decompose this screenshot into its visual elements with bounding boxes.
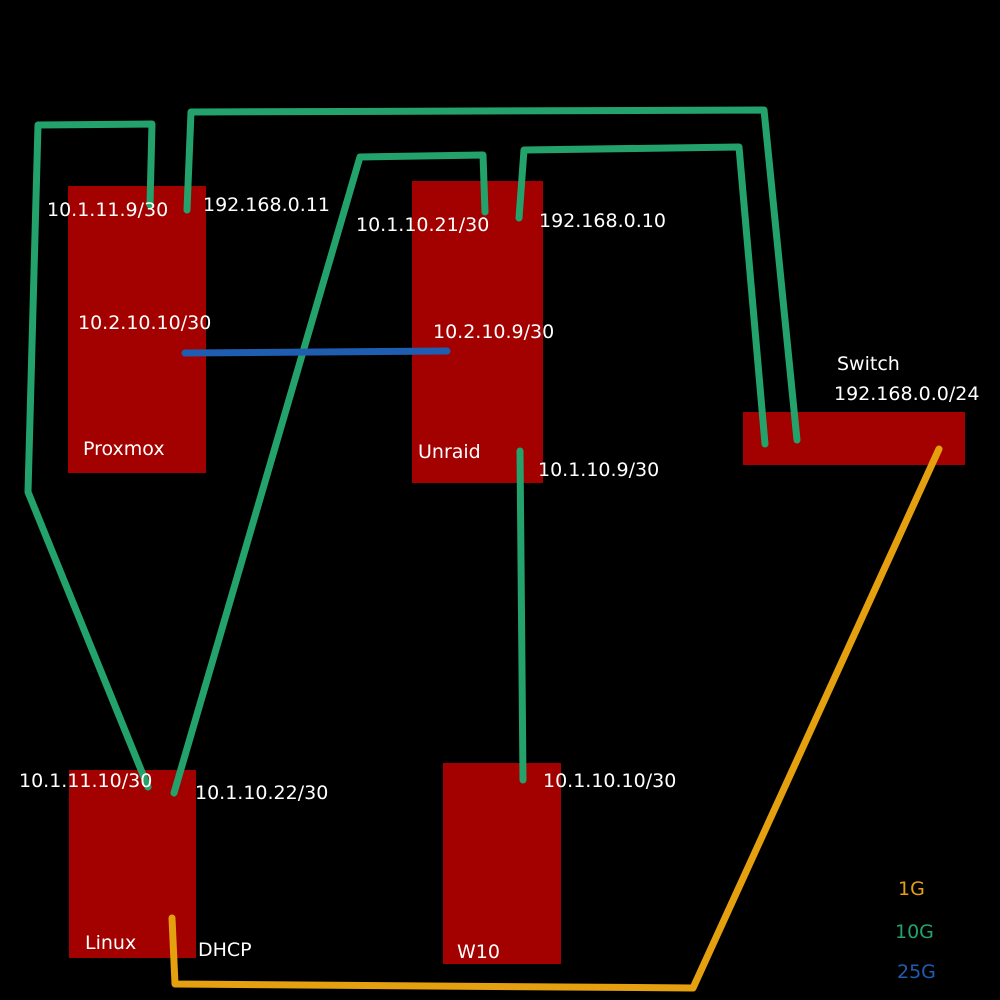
w10-ip: 10.1.10.10/30 xyxy=(543,770,676,792)
link-10g-proxmox-switch xyxy=(183,106,801,444)
link-10g-linux-unraid xyxy=(170,151,489,797)
legend-25g: 25G xyxy=(897,961,936,983)
switch-node xyxy=(743,412,965,465)
link-25g-proxmox-unraid xyxy=(181,347,451,357)
linux-ip-10g-proxmox: 10.1.11.10/30 xyxy=(19,770,152,792)
link-10g-unraid-switch xyxy=(515,143,769,448)
unraid-ip-lan: 192.168.0.10 xyxy=(539,210,666,232)
link-10g-proxmox-linux xyxy=(24,120,156,791)
proxmox-ip-25g: 10.2.10.10/30 xyxy=(78,312,211,334)
linux-node xyxy=(69,770,196,958)
link-10g-unraid-w10 xyxy=(516,447,527,784)
w10-node xyxy=(443,763,561,964)
unraid-ip-25g: 10.2.10.9/30 xyxy=(433,321,554,343)
unraid-label: Unraid xyxy=(418,441,481,463)
linux-label: Linux xyxy=(85,932,136,954)
legend-1g: 1G xyxy=(898,878,925,900)
unraid-ip-10g-linux: 10.1.10.21/30 xyxy=(356,214,489,236)
unraid-ip-w10: 10.1.10.9/30 xyxy=(538,459,659,481)
legend-10g: 10G xyxy=(895,921,934,943)
linux-dhcp-label: DHCP xyxy=(198,939,252,961)
proxmox-ip-10g-linux: 10.1.11.9/30 xyxy=(47,199,168,221)
proxmox-ip-lan: 192.168.0.11 xyxy=(203,194,330,216)
linux-ip-10g-unraid: 10.1.10.22/30 xyxy=(195,782,328,804)
proxmox-node xyxy=(68,186,206,473)
switch-subnet: 192.168.0.0/24 xyxy=(834,383,979,405)
proxmox-label: Proxmox xyxy=(83,438,165,460)
link-1g-linux-switch xyxy=(168,445,943,992)
w10-label: W10 xyxy=(457,941,500,963)
switch-label: Switch xyxy=(837,353,900,375)
unraid-node xyxy=(412,181,543,483)
